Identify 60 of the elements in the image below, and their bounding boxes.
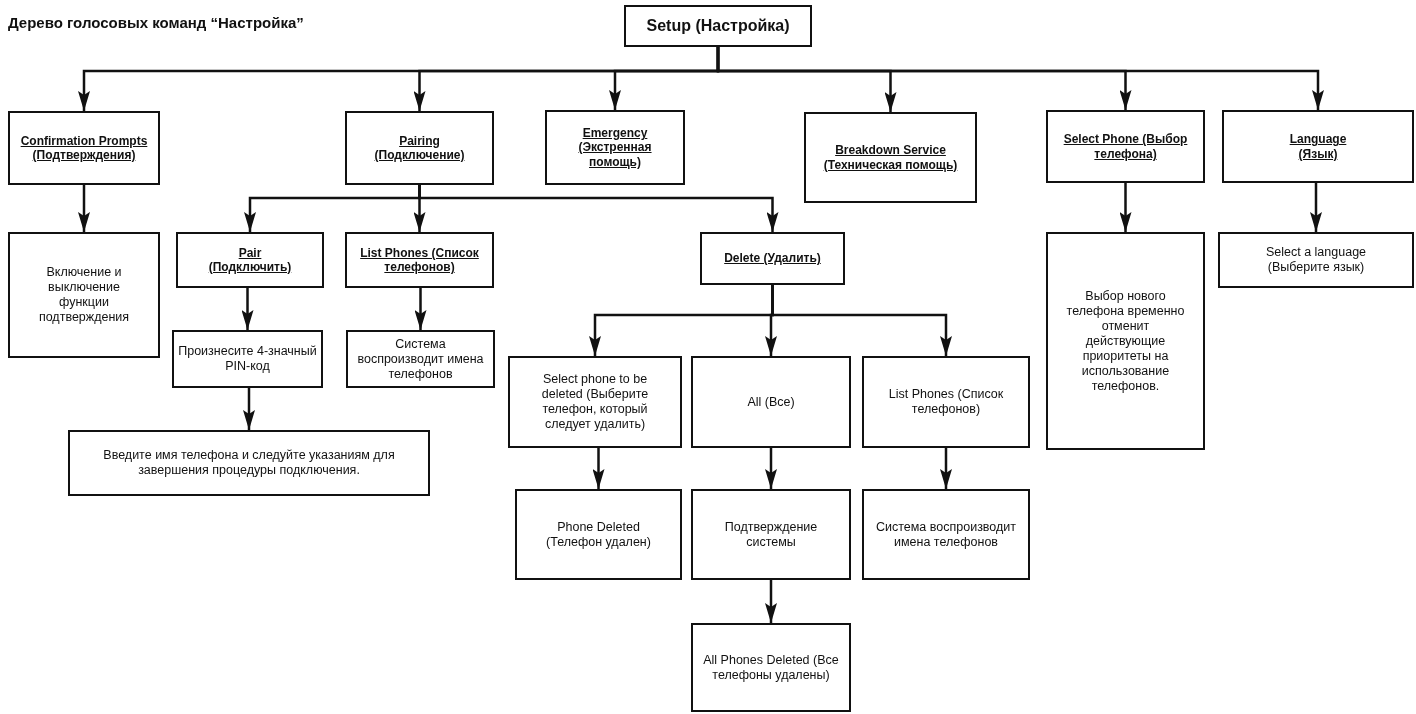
node-label: Phone Deleted (Телефон удален) <box>545 519 652 550</box>
result-box <box>508 356 682 448</box>
node-label: Breakdown Service (Техническая помощь) <box>822 143 959 172</box>
result-box <box>515 489 682 580</box>
arrow <box>418 185 779 232</box>
arrow <box>78 185 90 232</box>
arrow <box>241 288 254 330</box>
node-label: Система воспроизводит имена телефонов <box>356 336 485 382</box>
command-box <box>545 110 685 185</box>
result-box <box>8 232 160 358</box>
command-box <box>1222 110 1414 183</box>
node-label: Select a language (Выберите язык) <box>1264 245 1368 275</box>
command-box <box>345 232 494 288</box>
command-box <box>700 232 845 285</box>
node-label: List Phones (Список телефонов) <box>887 387 1005 417</box>
command-box <box>1046 110 1205 183</box>
result-box <box>691 356 851 448</box>
node-label: Pair (Подключить) <box>207 245 293 275</box>
arrow <box>1310 183 1322 232</box>
node-label: Подтверждение системы <box>723 519 819 550</box>
command-box <box>8 111 160 185</box>
result-box <box>691 489 851 580</box>
arrow <box>592 448 605 489</box>
result-box <box>346 330 495 388</box>
command-box <box>176 232 324 288</box>
node-label: All (Все) <box>747 394 795 410</box>
result-box <box>68 430 430 496</box>
arrow <box>771 285 952 356</box>
node-label: Emergency (Экстренная помощь) <box>577 125 653 170</box>
command-box <box>345 111 494 185</box>
node-label: Language (Язык) <box>1288 132 1348 161</box>
node-label: Select phone to be deleted (Выберите телефон, который следует удалить) <box>540 372 650 432</box>
diagram-title: Дерево голосовых команд “Настройка” <box>8 14 304 31</box>
node-label: List Phones (Список телефонов) <box>359 245 480 275</box>
result-box <box>172 330 323 388</box>
command-box <box>804 112 977 203</box>
result-box <box>691 623 851 712</box>
node-label: Setup (Настройка) <box>646 16 790 36</box>
arrow <box>716 47 1324 110</box>
node-label: Произнесите 4-значный PIN-код <box>177 344 318 374</box>
node-label: Pairing (Подключение) <box>373 133 466 163</box>
arrow <box>765 580 777 623</box>
root-command-box <box>624 5 812 47</box>
node-label: Выбор нового телефона временно отменит действующие приоритеты на использование телефонов. <box>1065 288 1186 394</box>
result-box <box>1046 232 1205 450</box>
node-label: Система воспроизводит имена телефонов <box>874 519 1018 550</box>
arrow <box>940 448 952 489</box>
arrow <box>1119 183 1132 232</box>
result-box <box>862 489 1030 580</box>
node-label: Введите имя телефона и следуйте указаниям для завершения процедуры подключения. <box>102 448 396 478</box>
node-label: Select Phone (Выбор телефона) <box>1063 132 1188 161</box>
node-label: Delete (Удалить) <box>724 251 821 266</box>
node-label: Включение и выключение функции подтверждения <box>37 265 131 325</box>
result-box <box>1218 232 1414 288</box>
result-box <box>862 356 1030 448</box>
node-label: Confirmation Prompts (Подтверждения) <box>19 133 149 163</box>
node-label: All Phones Deleted (Все телефоны удалены) <box>702 652 840 683</box>
arrow <box>243 388 255 430</box>
arrow <box>765 448 777 489</box>
arrow <box>414 288 427 330</box>
